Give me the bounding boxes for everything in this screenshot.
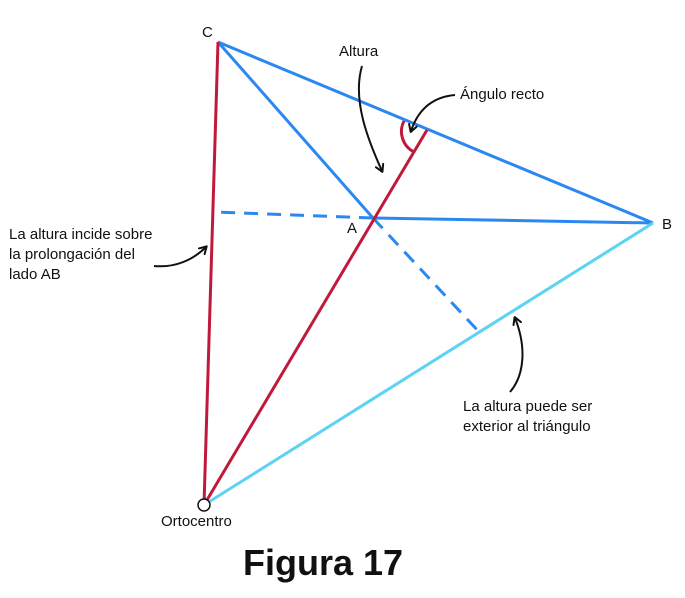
side-ca	[216, 41, 375, 219]
side-cb	[217, 40, 654, 225]
label-extension-line-1: La altura incide sobre	[9, 226, 152, 243]
label-extension-line-2: la prolongación del	[9, 246, 135, 263]
vertex-label-c: C	[202, 24, 213, 41]
right-angle-mark	[399, 120, 415, 154]
vertex-label-b: B	[662, 216, 672, 233]
arrow-angulo-recto	[408, 94, 456, 133]
label-ortocentro: Ortocentro	[161, 513, 232, 530]
label-exterior-line-1: La altura puede ser	[463, 398, 592, 415]
arrow-altura	[357, 65, 385, 173]
label-angulo-recto: Ángulo recto	[460, 86, 544, 103]
arrow-prolongacion	[153, 245, 208, 268]
extension-of-ca-dashed	[371, 216, 482, 335]
side-ab	[372, 216, 654, 225]
vertex-label-a: A	[347, 220, 357, 237]
label-exterior-line-2: exterior al triángulo	[463, 418, 591, 435]
label-extension-line-3: lado AB	[9, 266, 61, 283]
segment-b-orthocenter	[203, 221, 654, 507]
altitude-from-a	[202, 129, 429, 506]
arrow-exterior	[509, 316, 524, 393]
orthocenter-point	[197, 498, 211, 512]
figure-caption: Figura 17	[243, 542, 403, 583]
altitude-from-c	[202, 41, 220, 506]
label-altura: Altura	[339, 43, 379, 60]
extension-of-ab-dashed	[215, 210, 374, 220]
